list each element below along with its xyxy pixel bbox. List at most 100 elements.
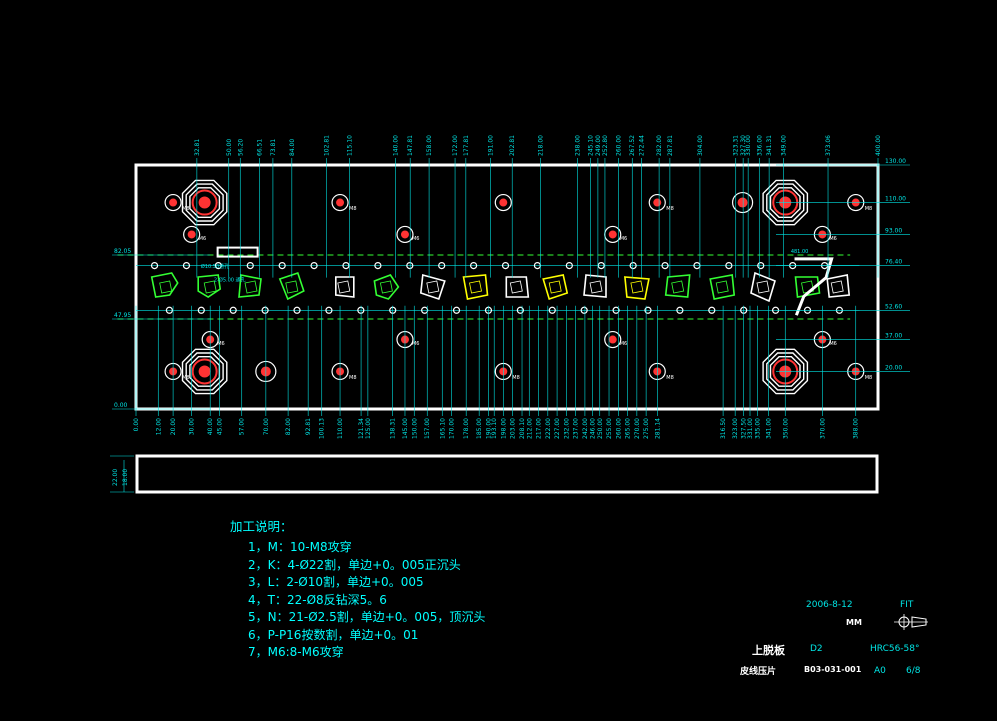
dimension-label: 373.06	[825, 135, 832, 156]
tapped-hole-core	[608, 230, 617, 239]
punch-station	[197, 274, 222, 298]
dimension-label: 203.00	[510, 418, 517, 439]
punch-profile	[373, 274, 400, 300]
pilot-hole	[165, 306, 173, 314]
dimension-label: 246.00	[589, 418, 596, 439]
dimension-label: 481.00	[791, 249, 809, 255]
punch-station	[709, 274, 736, 300]
dimension-label: 341.31	[766, 135, 773, 156]
dimension-label: 177.81	[463, 135, 470, 156]
dimension-label: 202.81	[509, 135, 516, 156]
dimension-label: 30.00	[189, 418, 196, 435]
tb-hardness: HRC56-58°	[870, 644, 920, 654]
tb-fit: FIT	[900, 600, 914, 610]
octagon-cavity	[185, 183, 224, 222]
tapped-hole-core	[737, 197, 748, 208]
notes-title: 加工说明：	[230, 519, 293, 534]
tapped-hole	[494, 193, 512, 212]
dimension-label: 138.31	[390, 418, 397, 439]
dimension-label: 140.00	[393, 135, 400, 156]
pilot-hole	[278, 262, 286, 270]
punch-inner-profile	[671, 280, 685, 294]
dimension-label: 250.00	[597, 418, 604, 439]
tapped-hole	[164, 193, 182, 212]
slot-cutout	[216, 246, 259, 258]
dimension-label: 84.00	[289, 139, 296, 156]
dimension-label: 102.81	[324, 135, 331, 156]
punch-profile	[419, 273, 446, 301]
cavity-center	[198, 196, 211, 209]
octagon-cavity	[769, 356, 801, 387]
pilot-hole	[661, 262, 669, 270]
pilot-hole	[644, 306, 652, 314]
pilot-hole	[470, 262, 478, 270]
punch-station	[462, 274, 489, 300]
pilot-hole	[516, 306, 524, 314]
section-view-outline	[135, 454, 879, 494]
dimension-label: 388.00	[853, 418, 860, 439]
tapped-hole	[604, 330, 622, 349]
dimension-label: M6	[412, 341, 420, 347]
pilot-hole	[725, 262, 733, 270]
punch-station	[624, 276, 650, 300]
cavity-bore	[191, 189, 218, 216]
octagon-cavity	[189, 187, 221, 219]
pilot-hole	[548, 306, 556, 314]
pilot-hole	[261, 306, 269, 314]
punch-profile	[624, 276, 650, 300]
dimension-label: 115.10	[347, 135, 354, 156]
tapped-hole-core	[187, 230, 196, 239]
dimension-label: 238.00	[574, 135, 581, 156]
octagon-cavity	[769, 187, 801, 219]
dimension-label: M8	[865, 206, 873, 212]
dimension-label: 32.81	[194, 139, 201, 156]
tb-product: 皮线压片	[740, 667, 777, 677]
punch-inner-profile	[589, 280, 603, 294]
dimension-label: 73.81	[270, 139, 277, 156]
punch-inner-profile	[630, 280, 644, 294]
punch-inner-profile	[830, 280, 844, 294]
punch-profile	[664, 274, 691, 298]
dimension-label: M8	[349, 206, 357, 212]
dimension-label: M8	[865, 375, 873, 381]
dimension-label: 158.00	[426, 135, 433, 156]
pilot-hole	[708, 306, 716, 314]
tb-part-name: 上脱板	[752, 644, 785, 657]
dimension-label: 22.00	[112, 469, 119, 486]
punch-profile	[542, 274, 569, 301]
octagon-cavity	[762, 179, 809, 226]
dimension-label: 191.00	[487, 135, 494, 156]
note-item: 7，M6:8-M6攻穿	[248, 645, 344, 659]
dimension-label: 323.00	[732, 418, 739, 439]
tapped-hole-core	[400, 230, 409, 239]
punch-inner-profile	[285, 280, 299, 294]
dimension-label: M8	[349, 375, 357, 381]
dimension-label: 349.00	[780, 135, 787, 156]
strip-end-profile	[794, 257, 834, 316]
punch-inner-profile	[379, 280, 393, 294]
tapped-hole	[648, 193, 666, 212]
dimension-label: 190.00	[485, 418, 492, 439]
dimension-label: 82.05	[114, 248, 131, 255]
tapped-hole	[731, 191, 754, 214]
tb-unit: MM	[846, 618, 862, 627]
punch-inner-profile	[337, 280, 351, 294]
pilot-hole	[246, 262, 254, 270]
dimension-label: 331.00	[747, 418, 754, 439]
pilot-hole	[293, 306, 301, 314]
tapped-hole-core	[336, 198, 345, 207]
punch-profile	[583, 274, 607, 298]
punch-profile	[197, 274, 222, 298]
pilot-hole	[438, 262, 446, 270]
punch-profile	[334, 276, 355, 298]
dimension-label: 66.51	[256, 139, 263, 156]
dimension-label: 327.50	[741, 418, 748, 439]
punch-inner-profile	[548, 280, 562, 294]
dimension-label: 52.60	[885, 303, 902, 310]
note-item: 2，K：4-Ø22割，单边+0。005正沉头	[248, 557, 461, 572]
fit-symbol-cone	[911, 616, 927, 628]
dimension-label: 145.00	[402, 418, 409, 439]
punch-inner-profile	[715, 280, 729, 294]
punch-inner-profile	[509, 280, 523, 294]
punch-station	[150, 272, 179, 298]
